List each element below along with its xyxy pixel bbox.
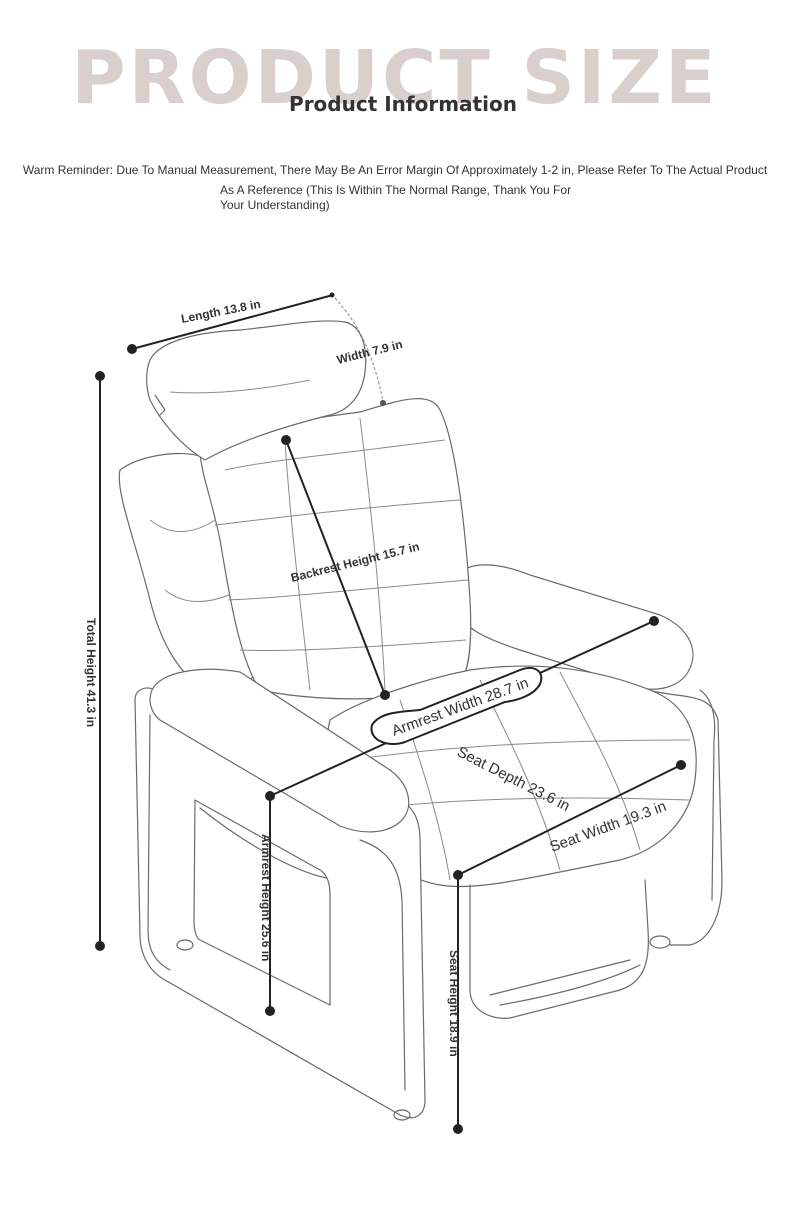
recliner-chair-drawing bbox=[118, 320, 723, 1121]
length-label: Length 13.8 in bbox=[180, 297, 262, 326]
total-height-label: Total Height 41.3 in bbox=[84, 618, 98, 727]
headrest-pillow bbox=[146, 320, 367, 461]
right-armrest-outline bbox=[457, 564, 694, 690]
side-pocket bbox=[193, 799, 331, 1006]
length-dimension-line bbox=[131, 294, 334, 350]
width-dimension-line bbox=[334, 297, 384, 403]
backrest-height-dimension-line bbox=[285, 439, 386, 696]
armrest-height-label: Armrest Height 25.6 in bbox=[259, 834, 273, 961]
right-armrest-side bbox=[639, 687, 723, 946]
warm-reminder-line-1: Warm Reminder: Due To Manual Measurement… bbox=[22, 163, 768, 177]
seat-height-label: Seat Height 18.9 in bbox=[447, 950, 461, 1057]
page-title: Product Information bbox=[289, 92, 517, 116]
backrest-outline bbox=[199, 398, 472, 700]
product-size-watermark: PRODUCT SIZE bbox=[71, 35, 719, 121]
front-foot bbox=[393, 1109, 411, 1121]
dimension-lines bbox=[95, 292, 686, 1134]
footrest bbox=[469, 879, 649, 1019]
left-foot bbox=[176, 939, 194, 951]
right-foot bbox=[649, 935, 671, 949]
warm-reminder-line-2: As A Reference (This Is Within The Norma… bbox=[220, 183, 572, 212]
armrest-width-label-capsule bbox=[370, 666, 543, 745]
left-armrest-top bbox=[149, 668, 410, 833]
right-armrest-inner bbox=[699, 689, 716, 901]
seat-width-dimension-line bbox=[457, 764, 682, 876]
